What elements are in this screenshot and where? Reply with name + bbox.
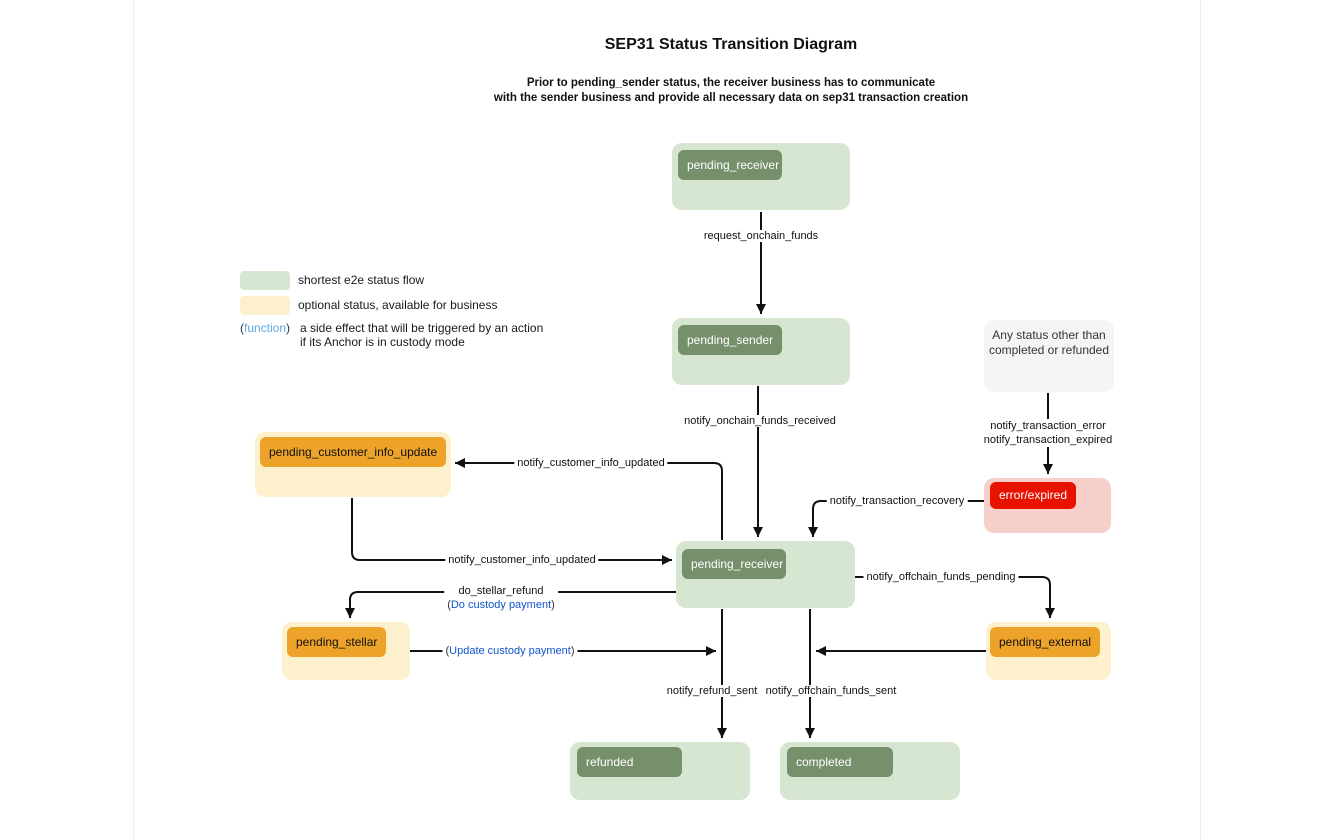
edge-notify-offchain-funds-pending (855, 576, 1055, 618)
paren-close: ) (570, 645, 575, 657)
node-pending-customer-info-update-label: pending_customer_info_update (260, 437, 447, 467)
subtitle-line-1: Prior to pending_sender status, the rece… (526, 77, 936, 89)
node-any-status: Any status other than completed or refun… (984, 320, 1114, 392)
legend-function-desc-2: if its Anchor is in custody mode (300, 335, 465, 349)
node-pending-receiver-mid-label: pending_receiver (682, 549, 786, 579)
content-left-border (133, 0, 134, 840)
function-word: function (244, 321, 287, 335)
node-pending-receiver-mid: pending_receiver (676, 541, 855, 608)
edge-label-notify-transaction-error-expired: notify_transaction_error notify_transact… (980, 419, 1116, 447)
node-error-expired: error/expired (984, 478, 1111, 533)
node-any-status-text: Any status other than completed or refun… (984, 328, 1114, 358)
edge-label-notify-offchain-funds-pending: notify_offchain_funds_pending (863, 571, 1019, 583)
content-right-border (1200, 0, 1201, 840)
paren-close: ) (286, 321, 291, 335)
legend-green-label: shortest e2e status flow (298, 273, 425, 287)
edge-notify-customer-info-updated-up (455, 458, 723, 540)
subtitle-line-2: with the sender business and provide all… (493, 92, 969, 104)
node-pending-receiver-top: pending_receiver (672, 143, 850, 210)
legend-yellow-swatch (240, 296, 290, 315)
legend-yellow-label: optional status, available for business (298, 298, 498, 312)
update-custody-payment-text: Update custody payment (449, 645, 571, 657)
page-title: SEP31 Status Transition Diagram (604, 36, 858, 53)
any-status-line-1: Any status other than (992, 328, 1106, 342)
edge-label-do-custody-payment: (Do custody payment) (447, 598, 555, 612)
edge-label-notify-customer-info-updated-up: notify_customer_info_updated (514, 457, 668, 469)
edge-label-notify-customer-info-updated-down: notify_customer_info_updated (445, 554, 599, 566)
edge-label-do-stellar-refund: do_stellar_refund (Do custody payment) (444, 584, 558, 612)
legend-green-swatch (240, 271, 290, 290)
edge-label-notify-transaction-recovery: notify_transaction_recovery (826, 495, 968, 507)
edge-notify-customer-info-updated-down (351, 498, 672, 565)
node-pending-receiver-top-label: pending_receiver (678, 150, 782, 180)
node-pending-external: pending_external (986, 622, 1111, 680)
node-error-expired-label: error/expired (990, 482, 1077, 509)
node-completed-label: completed (787, 747, 893, 777)
node-pending-external-label: pending_external (990, 627, 1101, 657)
edge-label-notify-refund-sent: notify_refund_sent (663, 685, 761, 697)
node-pending-sender: pending_sender (672, 318, 850, 385)
legend-function-token: (function) (240, 321, 290, 335)
node-refunded: refunded (570, 742, 750, 800)
edge-label-notify-onchain-funds-received: notify_onchain_funds_received (681, 415, 839, 427)
node-pending-stellar: pending_stellar (282, 622, 410, 680)
node-refunded-label: refunded (577, 747, 682, 777)
paren-close: ) (551, 599, 555, 611)
paren-open: ( (240, 321, 244, 335)
page-subtitle: Prior to pending_sender status, the rece… (494, 76, 968, 106)
node-pending-sender-label: pending_sender (678, 325, 782, 355)
node-pending-customer-info-update: pending_customer_info_update (255, 432, 451, 497)
any-status-line-2: completed or refunded (988, 343, 1110, 357)
edge-label-notify-transaction-expired: notify_transaction_expired (983, 434, 1113, 446)
edge-label-update-custody-payment: (Update custody payment) (442, 645, 578, 657)
paren-open: ( (447, 599, 451, 611)
do-custody-payment-text: Do custody payment (450, 599, 552, 611)
legend-function-desc-1: a side effect that will be triggered by … (300, 321, 544, 335)
node-completed: completed (780, 742, 960, 800)
edge-label-notify-offchain-funds-sent: notify_offchain_funds_sent (762, 685, 900, 697)
edge-label-notify-transaction-error: notify_transaction_error (990, 420, 1106, 432)
edge-label-request-onchain-funds: request_onchain_funds (700, 230, 822, 242)
paren-open: ( (445, 645, 450, 657)
edge-label-do-stellar-refund-text: do_stellar_refund (458, 585, 544, 597)
node-pending-stellar-label: pending_stellar (287, 627, 387, 657)
